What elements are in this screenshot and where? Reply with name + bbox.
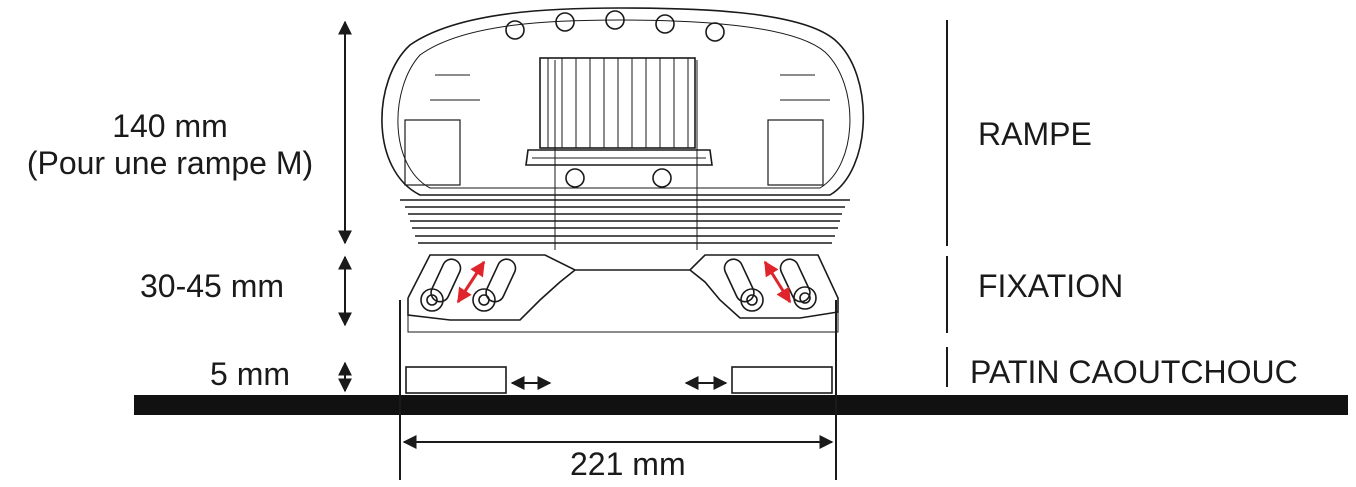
overall-height-value: 140 mm bbox=[112, 108, 228, 144]
adjust-arrow-right bbox=[763, 260, 792, 304]
label-width: 221 mm bbox=[570, 446, 686, 482]
light-bar-housing bbox=[381, 7, 865, 250]
adjust-arrow-left bbox=[456, 260, 486, 304]
label-pad-height: 5 mm bbox=[210, 356, 290, 392]
label-fixation: FIXATION bbox=[978, 268, 1124, 304]
ground-surface bbox=[134, 395, 1348, 415]
rubber-pad-left bbox=[405, 366, 507, 394]
width-dimension bbox=[399, 300, 837, 480]
label-overall-height: 140 mm (Pour une rampe M) bbox=[0, 108, 340, 182]
label-fixation-height: 30-45 mm bbox=[140, 268, 285, 304]
rubber-pad-right bbox=[731, 366, 833, 394]
label-rampe: RAMPE bbox=[978, 116, 1092, 152]
fixation-bracket bbox=[407, 254, 839, 333]
overall-height-note: (Pour une rampe M) bbox=[26, 144, 314, 181]
label-patin: PATIN CAOUTCHOUC bbox=[970, 354, 1298, 390]
